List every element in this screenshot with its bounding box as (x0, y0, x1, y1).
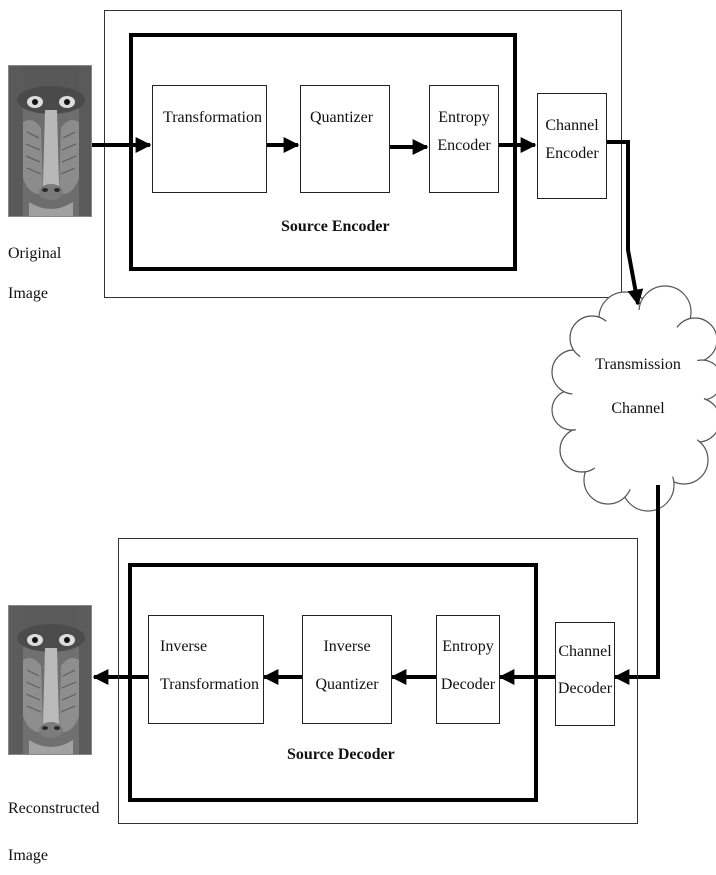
mandrill-icon (9, 606, 92, 755)
mandrill-icon (9, 66, 92, 217)
inverse-quantizer-block: Inverse Quantizer (302, 615, 392, 724)
inverse-transformation-label-line1: Inverse (160, 632, 263, 662)
original-image-label-line2: Image (8, 285, 48, 303)
transmission-channel-label-line1: Transmission (588, 343, 688, 387)
entropy-encoder-label-line1: Entropy (430, 104, 498, 132)
transformation-block: Transformation (152, 85, 267, 193)
transmission-channel-label-line2: Channel (588, 387, 688, 431)
channel-decoder-label-line2: Decoder (556, 667, 614, 711)
quantizer-block: Quantizer (300, 85, 390, 193)
reconstructed-image-label-line1: Reconstructed (8, 800, 100, 818)
inverse-quantizer-label-line2: Quantizer (303, 662, 391, 708)
source-encoder-label: Source Encoder (281, 218, 390, 236)
inverse-transformation-label-line2: Transformation (160, 662, 263, 708)
inverse-transformation-block: Inverse Transformation (148, 615, 264, 724)
channel-encoder-block: Channel Encoder (537, 93, 607, 199)
original-image (8, 65, 92, 217)
reconstructed-image-label-line2: Image (8, 847, 48, 865)
inverse-quantizer-label-line1: Inverse (303, 632, 391, 662)
transmission-channel-label: Transmission Channel (588, 343, 688, 431)
original-image-label-line1: Original (8, 245, 61, 263)
entropy-decoder-label-line1: Entropy (437, 632, 499, 662)
entropy-encoder-block: Entropy Encoder (429, 85, 499, 193)
quantizer-label: Quantizer (310, 104, 389, 132)
entropy-encoder-label-line2: Encoder (430, 132, 498, 160)
entropy-decoder-block: Entropy Decoder (436, 615, 500, 724)
channel-encoder-label-line2: Encoder (538, 140, 606, 168)
source-decoder-label: Source Decoder (287, 746, 395, 764)
entropy-decoder-label-line2: Decoder (437, 662, 499, 708)
reconstructed-image (8, 605, 92, 755)
channel-encoder-label-line1: Channel (538, 112, 606, 140)
channel-decoder-label-line1: Channel (556, 637, 614, 667)
channel-decoder-block: Channel Decoder (555, 622, 615, 726)
transformation-label: Transformation (163, 104, 266, 132)
